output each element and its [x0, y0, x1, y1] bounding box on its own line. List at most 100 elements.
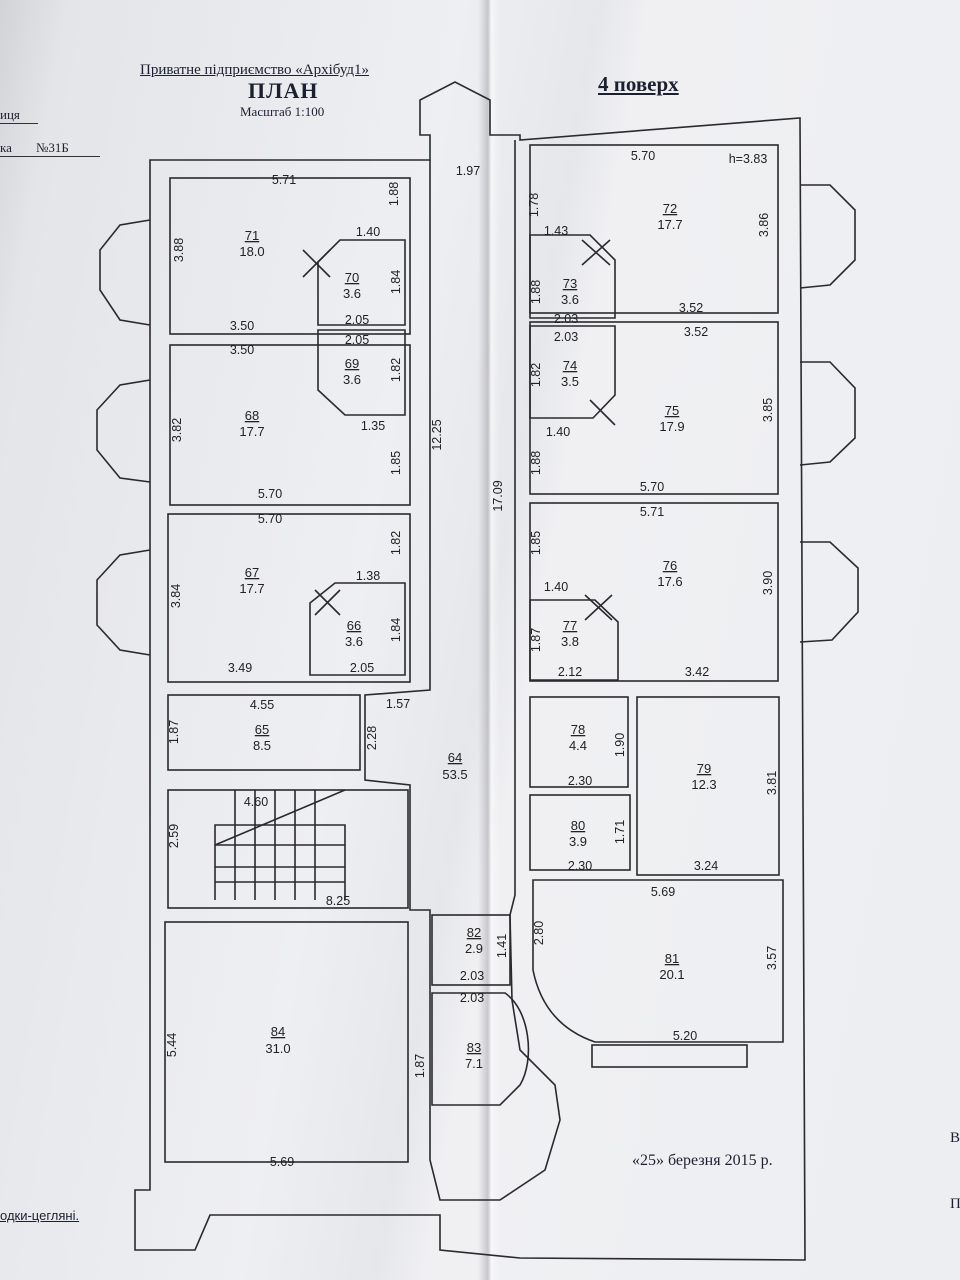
- room-id: 83: [467, 1040, 481, 1055]
- company-name: Приватне підприємство «Архібуд1»: [140, 62, 370, 78]
- room-area: 3.5: [561, 374, 579, 389]
- plan-title: ПЛАН: [248, 78, 319, 103]
- dimension: 5.70: [258, 512, 282, 526]
- dimension: 3.49: [228, 661, 252, 675]
- dimension: 5.69: [270, 1155, 294, 1169]
- room-id: 84: [271, 1024, 285, 1039]
- dimension: 4.60: [244, 795, 268, 809]
- dimension: 3.86: [757, 213, 771, 237]
- dimension: 1.43: [544, 224, 568, 238]
- room-id: 67: [245, 565, 259, 580]
- dimension: 1.97: [456, 164, 480, 178]
- dimension: 2.30: [568, 774, 592, 788]
- dimension: 1.87: [167, 720, 181, 744]
- dimension: 2.05: [345, 313, 369, 327]
- room-area: 53.5: [442, 767, 467, 782]
- dimension: 1.57: [386, 697, 410, 711]
- dimension: 2.59: [167, 824, 181, 848]
- room-area: 3.6: [343, 286, 361, 301]
- dimension: 2.80: [532, 921, 546, 945]
- underline: [0, 156, 100, 157]
- page-fold: [478, 0, 500, 1280]
- dimension: 1.88: [387, 182, 401, 206]
- dimension: 8.25: [326, 894, 350, 908]
- edge-text: В: [950, 1130, 960, 1146]
- dimension: 3.85: [761, 398, 775, 422]
- room-area: 3.6: [343, 372, 361, 387]
- dimension: 1.71: [613, 820, 627, 844]
- room-area: 17.7: [239, 424, 264, 439]
- room-id: 73: [563, 276, 577, 291]
- dimension: 5.71: [272, 173, 296, 187]
- floor-label: 4 поверх: [598, 72, 679, 96]
- dimension: 1.35: [361, 419, 385, 433]
- dimension: 2.03: [460, 969, 484, 983]
- dimension: 3.52: [684, 325, 708, 339]
- house-number: №31Б: [36, 140, 69, 155]
- dimension: 3.90: [761, 571, 775, 595]
- dimension: 2.30: [568, 859, 592, 873]
- room-area: 31.0: [265, 1041, 290, 1056]
- dimension: 1.85: [529, 531, 543, 555]
- room-area: 3.6: [561, 292, 579, 307]
- dimension: 2.03: [554, 330, 578, 344]
- dimension: 3.81: [765, 771, 779, 795]
- room-area: 18.0: [239, 244, 264, 259]
- dimension: 1.88: [529, 451, 543, 475]
- city-fragment: иця: [0, 107, 20, 122]
- dimension: 3.84: [169, 584, 183, 608]
- dimension: 5.70: [258, 487, 282, 501]
- dimension: 3.24: [694, 859, 718, 873]
- room-id: 76: [663, 558, 677, 573]
- room-area: 17.7: [657, 217, 682, 232]
- room-id: 80: [571, 818, 585, 833]
- dimension: 1.87: [413, 1054, 427, 1078]
- dimension: 2.03: [460, 991, 484, 1005]
- edge-text: П: [950, 1196, 960, 1212]
- dimension: 1.88: [529, 280, 543, 304]
- dimension: 1.84: [389, 618, 403, 642]
- dimension: 4.55: [250, 698, 274, 712]
- room-area: 3.8: [561, 634, 579, 649]
- room-id: 82: [467, 925, 481, 940]
- room-area: 17.6: [657, 574, 682, 589]
- dimension: 3.52: [679, 301, 703, 315]
- room-id: 72: [663, 201, 677, 216]
- room-id: 75: [665, 403, 679, 418]
- room-id: 69: [345, 356, 359, 371]
- room-id: 64: [448, 750, 462, 765]
- dimension: 1.82: [389, 531, 403, 555]
- dimension: 2.03: [554, 312, 578, 326]
- dimension: 3.42: [685, 665, 709, 679]
- dimension: 1.90: [613, 733, 627, 757]
- dimension: 5.70: [640, 480, 664, 494]
- dimension: 17.09: [491, 480, 505, 511]
- room-labels: 71 18.0 70 3.6 69 3.6 68 17.7 67 17.7 66…: [239, 201, 716, 1071]
- dimension: 1.41: [495, 934, 509, 958]
- room-area: 7.1: [465, 1056, 483, 1071]
- dimension: 1.38: [356, 569, 380, 583]
- room-area: 3.6: [345, 634, 363, 649]
- room-id: 65: [255, 722, 269, 737]
- plan-scale: Масштаб 1:100: [240, 104, 325, 119]
- dimension: 3.82: [170, 418, 184, 442]
- dimension: 3.50: [230, 319, 254, 333]
- dimension: 2.28: [365, 726, 379, 750]
- dimension: h=3.83: [729, 152, 768, 166]
- room-id: 68: [245, 408, 259, 423]
- room-area: 2.9: [465, 941, 483, 956]
- dimension: 12.25: [430, 419, 444, 450]
- dimension: 1.84: [389, 270, 403, 294]
- room-id: 77: [563, 618, 577, 633]
- room-area: 8.5: [253, 738, 271, 753]
- dimension: 1.40: [546, 425, 570, 439]
- dimension: 3.57: [765, 946, 779, 970]
- room-area: 4.4: [569, 738, 587, 753]
- dimension: 1.87: [529, 628, 543, 652]
- footnote: одки-цегляні.: [0, 1208, 80, 1223]
- room-id: 78: [571, 722, 585, 737]
- dimension: 5.70: [631, 149, 655, 163]
- room-id: 66: [347, 618, 361, 633]
- room-id: 79: [697, 761, 711, 776]
